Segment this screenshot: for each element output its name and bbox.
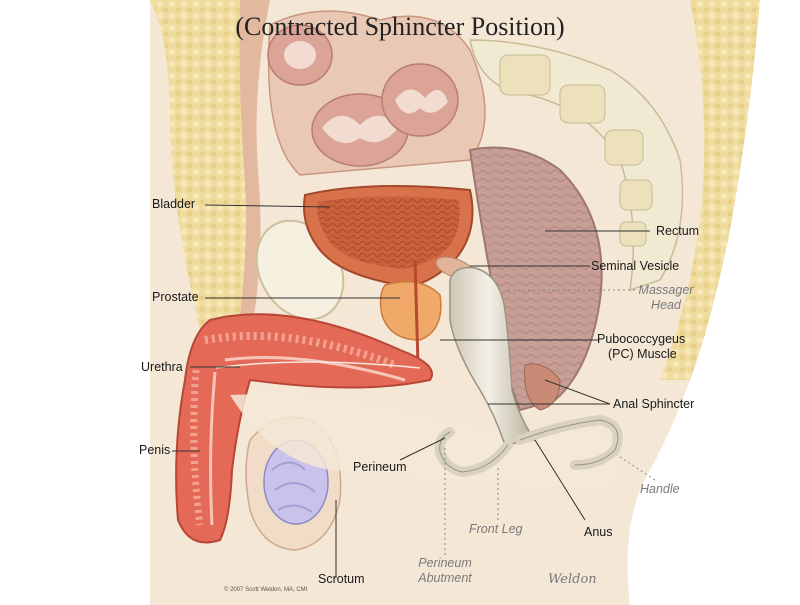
leader-lines — [172, 204, 650, 578]
diagram-title: (Contracted Sphincter Position) — [235, 12, 565, 41]
label-bladder: Bladder — [152, 197, 196, 211]
penis — [175, 313, 433, 544]
copyright-credit: © 2007 Scott Weldon, MA, CMI — [224, 587, 308, 593]
label-pc-muscle-line1: Pubococcygeus — [597, 332, 686, 346]
label-anus: Anus — [584, 525, 613, 539]
label-rectum: Rectum — [656, 224, 700, 238]
label-prostate: Prostate — [152, 290, 199, 304]
label-seminal-vesicle: Seminal Vesicle — [591, 259, 680, 273]
intestines — [267, 10, 486, 176]
sacrum — [469, 39, 684, 292]
thigh — [230, 394, 614, 490]
anal-sphincter-muscle — [524, 363, 561, 411]
label-penis: Penis — [139, 443, 171, 457]
label-pc-muscle-line2: (PC) Muscle — [608, 347, 677, 361]
label-anal-sphincter: Anal Sphincter — [613, 397, 695, 411]
label-massager-head-line1: Massager — [638, 283, 694, 297]
label-front-leg: Front Leg — [469, 522, 523, 536]
label-perineum-abutment-line2: Abutment — [418, 571, 472, 585]
artist-signature: Weldon — [548, 572, 597, 587]
label-perineum: Perineum — [353, 460, 407, 474]
prostate — [379, 280, 442, 341]
label-perineum-abutment-line1: Perineum — [418, 556, 472, 570]
abdominal-muscle — [238, 0, 270, 330]
label-urethra: Urethra — [141, 360, 183, 374]
massager-head — [449, 266, 537, 446]
label-massager-head-line2: Head — [651, 298, 681, 312]
device-leader-lines — [444, 289, 656, 555]
label-handle: Handle — [640, 482, 680, 496]
back-fat — [660, 0, 760, 380]
label-scrotum: Scrotum — [318, 572, 365, 586]
